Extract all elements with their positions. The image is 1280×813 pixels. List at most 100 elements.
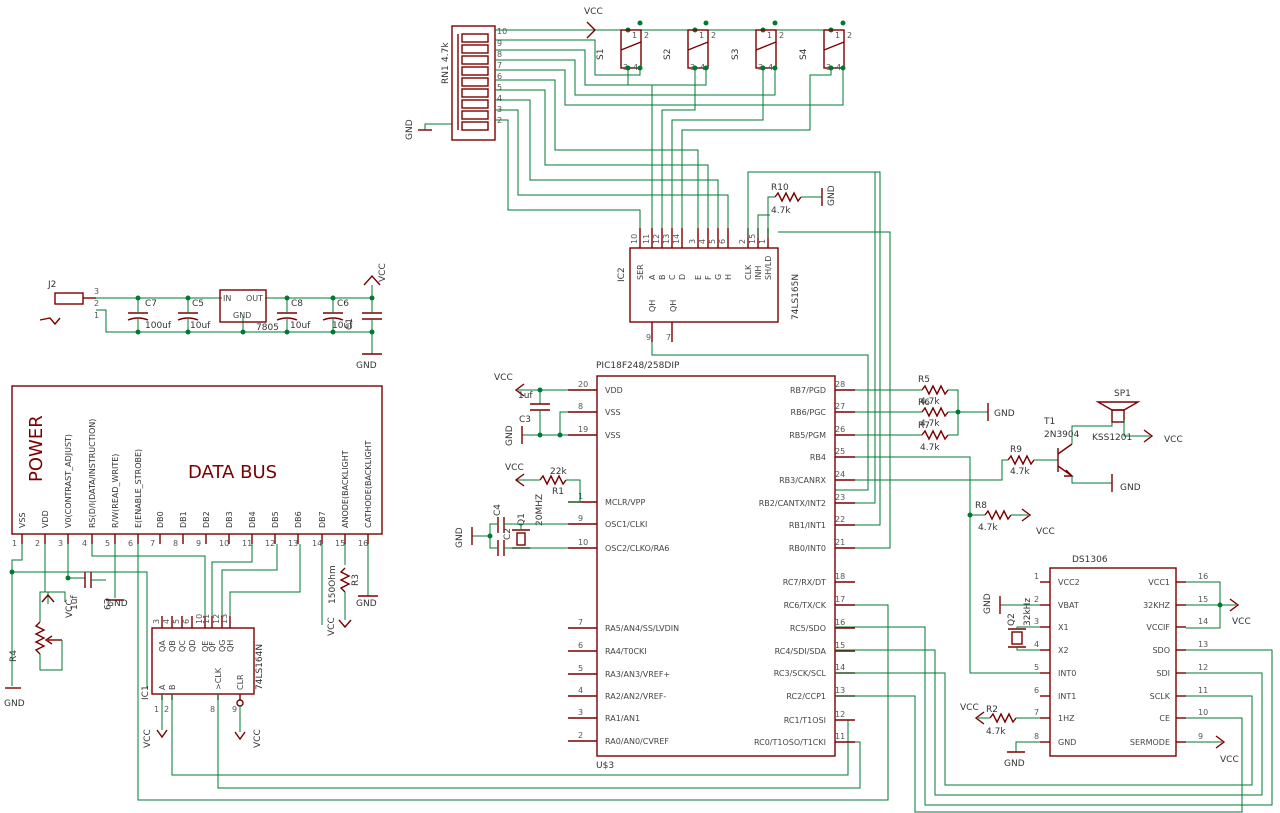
svg-text:GND: GND: [983, 593, 993, 614]
ic1-pin-number: 8: [210, 705, 215, 714]
mcu-pin-label: RA4/T0CKI: [605, 647, 647, 656]
lcd-pin-label: CATHODE(BACKLIGHT: [364, 440, 373, 528]
ic1-pin-label: QF: [208, 641, 217, 652]
mcu-pic18f248: PIC18F248/258DIP U$3 VDD20VSS8VSS19MCLR/…: [568, 361, 855, 771]
rtc-pin-number: 2: [1034, 595, 1039, 604]
lcd-pin-number: 10: [219, 539, 229, 548]
rtc-pin-number: 4: [1034, 640, 1039, 649]
ic2-pin-label: C: [668, 274, 677, 280]
mcu-pin-number: 26: [835, 425, 845, 434]
svg-text:C4: C4: [493, 504, 503, 516]
mcu-pin-label: RC1/T1OSI: [784, 716, 826, 725]
mcu-pin-label: RC3/SCK/SCL: [774, 669, 827, 678]
svg-text:QH: QH: [648, 300, 657, 312]
ic2-pin-label: F: [704, 275, 713, 280]
svg-text:KSS1201: KSS1201: [1092, 433, 1132, 443]
svg-text:22k: 22k: [550, 467, 567, 477]
capacitor-c8: C8 10uf: [276, 298, 311, 332]
capacitor-c2: C2: [497, 528, 513, 556]
svg-text:S4: S4: [799, 48, 809, 60]
lcd-pin-number: 2: [35, 539, 40, 548]
mcu-pin-number: 21: [835, 538, 845, 547]
potentiometer-r4: R4: [9, 621, 62, 662]
svg-text:GND: GND: [405, 119, 415, 140]
svg-text:1: 1: [699, 31, 704, 40]
svg-text:GND: GND: [233, 311, 251, 320]
svg-text:VCC: VCC: [253, 729, 263, 748]
rn1-value: 4.7k: [441, 42, 451, 62]
mcu-pin-number: 6: [578, 641, 583, 650]
ic1-pin-number: 1: [154, 705, 159, 714]
lcd-pin-number: 5: [105, 539, 110, 548]
mcu-pin-label: RB7/PGD: [790, 386, 826, 395]
svg-text:74LS165N: 74LS165N: [791, 274, 801, 320]
capacitor-c9: C9 1uf: [70, 572, 111, 610]
svg-text:3: 3: [690, 63, 695, 72]
resistor-r8: R8 4.7k: [975, 501, 1012, 533]
ic2-pin-label: A: [648, 274, 657, 280]
resistor-r10: R10 4.7k: [771, 183, 802, 216]
svg-text:C2: C2: [503, 528, 513, 540]
svg-text:3: 3: [94, 287, 99, 296]
ic2-pin-label: SER: [636, 264, 645, 280]
mcu-ref-label: U$3: [596, 761, 614, 771]
mcu-pin-number: 5: [578, 664, 583, 673]
mcu-part-label: PIC18F248/258DIP: [596, 361, 680, 371]
svg-text:C3: C3: [519, 415, 531, 425]
svg-text:R4: R4: [9, 650, 19, 662]
ic1-pin-label: QA: [158, 640, 167, 652]
svg-text:7: 7: [497, 61, 502, 70]
rtc-pin-number: 12: [1198, 663, 1208, 672]
svg-text:2: 2: [644, 31, 649, 40]
svg-text:GND: GND: [356, 361, 377, 371]
svg-text:1: 1: [835, 31, 840, 40]
ic1-pin-number: 10: [195, 614, 204, 624]
resistor-r6: R6 4.7k: [918, 398, 949, 429]
resistor-r5: R5 4.7k: [918, 375, 949, 407]
mcu-pin-number: 19: [578, 425, 588, 434]
ic1-pin-label: A: [158, 684, 167, 690]
lcd-pin-number: 1: [12, 539, 17, 548]
rtc-part-label: DS1306: [1072, 555, 1108, 565]
svg-text:GND: GND: [505, 425, 515, 446]
svg-text:7: 7: [666, 333, 671, 342]
mcu-pin-number: 10: [578, 538, 588, 547]
mcu-pin-label: MCLR/VPP: [605, 498, 645, 507]
ic2-pin-label: D: [678, 274, 687, 280]
rtc-pin-label: INT0: [1058, 669, 1076, 678]
lcd-pin-label: R/W(READ_WRITE): [111, 454, 120, 528]
ic1-pin-label: B: [168, 685, 177, 691]
mcu-pin-label: RB3/CANRX: [779, 476, 826, 485]
svg-text:C1: C1: [345, 318, 355, 330]
ic2-pin-label: CLK: [744, 264, 753, 280]
svg-text:R7: R7: [918, 421, 930, 431]
capacitor-c4: C4: [493, 504, 505, 533]
lcd-pin-number: 8: [173, 539, 178, 548]
rtc-pin-label: SCLK: [1150, 692, 1171, 701]
resistor-r9: R9 4.7k: [1007, 445, 1035, 477]
lcd-pin-label: DB0: [156, 511, 165, 528]
lcd-pin-number: 16: [358, 539, 368, 548]
mcu-pin-label: RC6/TX/CK: [784, 601, 827, 610]
mcu-pin-label: RA3/AN3/VREF+: [605, 670, 670, 679]
lcd-pin-label: DB6: [294, 511, 303, 528]
svg-text:4: 4: [700, 63, 705, 72]
lcd-pin-label: DB2: [202, 511, 211, 528]
resistor-r3: R3 150Ohm: [328, 565, 361, 604]
svg-text:GND: GND: [356, 599, 377, 609]
mcu-pin-number: 8: [578, 402, 583, 411]
lcd-pin-label: V0(CONTRAST_ADJUST): [64, 434, 73, 528]
lcd-pin-number: 4: [82, 539, 87, 548]
svg-text:2N3904: 2N3904: [1044, 430, 1080, 440]
svg-text:C9: C9: [101, 598, 111, 610]
lcd-pin-label: VDD: [41, 510, 50, 528]
lcd-pin-number: 13: [288, 539, 298, 548]
lcd-pin-number: 12: [265, 539, 275, 548]
mcu-pin-label: RB4: [810, 453, 826, 462]
mcu-pin-label: RC2/CCP1: [786, 692, 826, 701]
svg-text:S2: S2: [663, 49, 673, 60]
svg-text:GND: GND: [1004, 759, 1025, 769]
mcu-pin-number: 7: [578, 618, 583, 627]
